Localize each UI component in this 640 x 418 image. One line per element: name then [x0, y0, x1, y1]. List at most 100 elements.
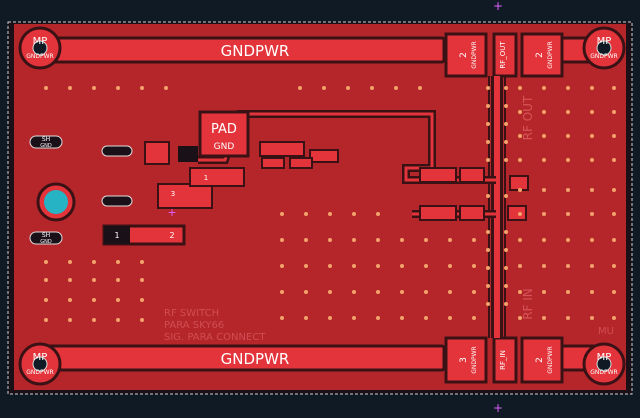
silk-rf-in: RF IN [521, 288, 535, 320]
via [424, 290, 428, 294]
via [504, 194, 508, 198]
pad-gnd-label: GND [214, 142, 235, 152]
pin-2-label: 2 [535, 52, 545, 58]
via [486, 140, 490, 144]
mp-label: MP [33, 36, 48, 47]
silk-text-mu: MU [598, 326, 614, 337]
via [328, 290, 332, 294]
via [44, 278, 48, 282]
mounting-hole-bottom-left[interactable]: MP GNDPWR [18, 342, 62, 386]
pin-sub-label: GNDPWR [547, 346, 554, 373]
via [504, 248, 508, 252]
gndpwr-top-label: GNDPWR [221, 42, 290, 60]
via [566, 238, 570, 242]
via [612, 188, 616, 192]
via [590, 264, 594, 268]
via [504, 104, 508, 108]
via [448, 238, 452, 242]
via [140, 318, 144, 322]
via [44, 298, 48, 302]
via [352, 316, 356, 320]
via [486, 194, 490, 198]
via [400, 264, 404, 268]
via [518, 158, 522, 162]
via [164, 86, 168, 90]
sh-sub-label: GND [40, 239, 52, 245]
via [518, 316, 522, 320]
origin-marker-icon: + [167, 206, 176, 219]
via [542, 264, 546, 268]
via [486, 122, 490, 126]
via [542, 86, 546, 90]
ic-pad-component[interactable]: PAD GND [198, 110, 250, 158]
pin-2-label: 2 [535, 357, 545, 363]
via [542, 158, 546, 162]
via [590, 290, 594, 294]
via [566, 264, 570, 268]
via [68, 298, 72, 302]
via [44, 86, 48, 90]
via [400, 290, 404, 294]
pin-1-label: 1 [114, 231, 119, 240]
mp-sub-label: GNDPWR [590, 369, 617, 376]
via [542, 316, 546, 320]
via [590, 316, 594, 320]
via [590, 212, 594, 216]
via [280, 316, 284, 320]
mounting-hole-bottom-right[interactable]: MP GNDPWR [582, 342, 626, 386]
sh-label: SH [42, 136, 50, 143]
diode-component[interactable]: 1 2 [102, 224, 186, 246]
via [376, 238, 380, 242]
via [116, 86, 120, 90]
silk-text-1: RF SWITCH [164, 308, 219, 319]
mp-sub-label: GNDPWR [590, 53, 617, 60]
via [486, 158, 490, 162]
mounting-hole-top-right[interactable]: MP GNDPWR [582, 26, 626, 70]
via [590, 188, 594, 192]
via [304, 238, 308, 242]
transistor-block[interactable]: 3 1 [157, 167, 245, 209]
via [140, 86, 144, 90]
sma-connector[interactable]: SH GND SH GND [29, 135, 133, 245]
via [92, 86, 96, 90]
via [590, 158, 594, 162]
mp-label: MP [597, 352, 612, 363]
passive-components-cluster[interactable] [144, 141, 339, 169]
pin-sub-label: GNDPWR [547, 41, 554, 68]
via [566, 134, 570, 138]
via [376, 316, 380, 320]
via [400, 316, 404, 320]
via [542, 110, 546, 114]
via [590, 238, 594, 242]
via [504, 86, 508, 90]
origin-marker-icon: + [493, 401, 503, 414]
via [418, 86, 422, 90]
via [518, 238, 522, 242]
rf-passive-cluster[interactable] [419, 167, 529, 221]
via [298, 86, 302, 90]
via [376, 264, 380, 268]
via [328, 238, 332, 242]
mounting-hole-top-left[interactable]: MP GNDPWR [18, 26, 62, 70]
via [504, 230, 508, 234]
silk-text-2: PARA SKY66 [164, 320, 224, 331]
via [612, 158, 616, 162]
rf-in-connector[interactable]: 3 GNDPWR RF_IN 2 GNDPWR [444, 336, 564, 384]
mp-label: MP [33, 352, 48, 363]
sh-label: SH [42, 232, 50, 239]
via [68, 86, 72, 90]
pin-3-label: 3 [171, 190, 175, 198]
via [504, 266, 508, 270]
via [394, 86, 398, 90]
via [280, 238, 284, 242]
rf-out-connector[interactable]: 2 GNDPWR RF_OUT 2 GNDPWR [444, 32, 564, 78]
pin-sub-label: GNDPWR [471, 41, 478, 68]
pin-3-label: 3 [459, 357, 469, 363]
via [280, 212, 284, 216]
via [448, 290, 452, 294]
via [400, 238, 404, 242]
via [486, 248, 490, 252]
mp-sub-label: GNDPWR [26, 369, 53, 376]
